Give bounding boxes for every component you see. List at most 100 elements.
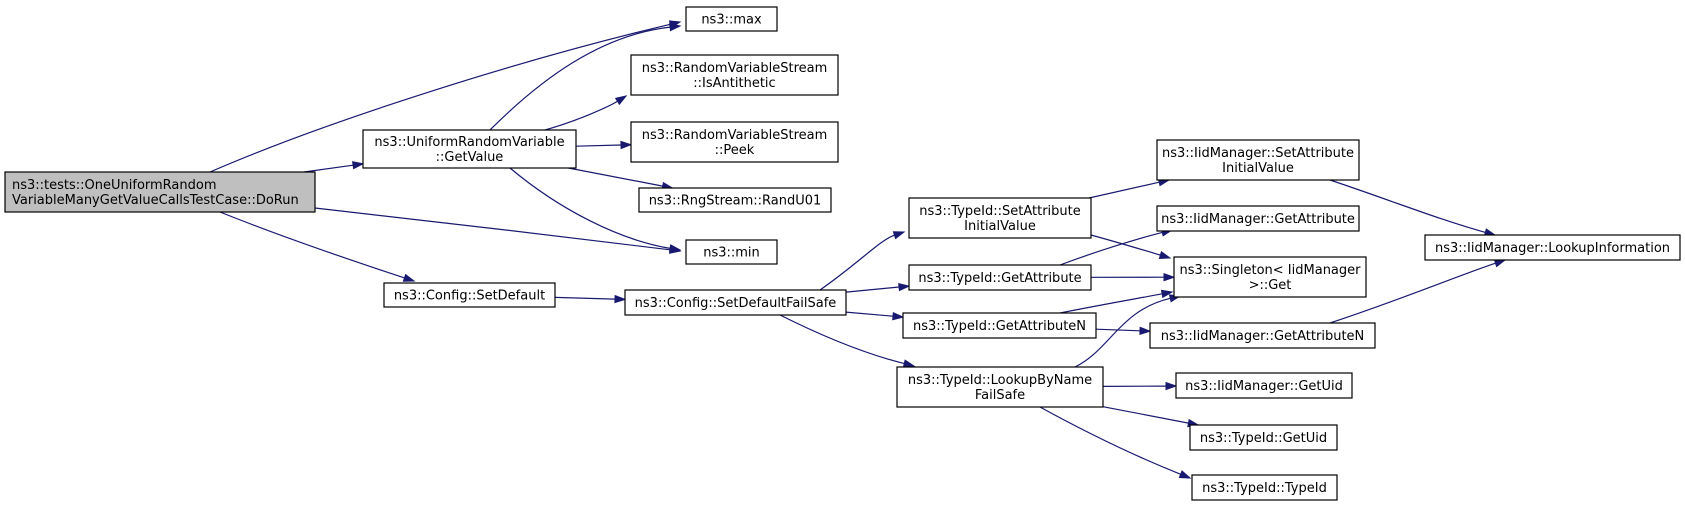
node-iid_lookupinfo[interactable]: ns3::IidManager::LookupInformation	[1424, 234, 1681, 261]
node-label: ns3::min	[703, 246, 760, 261]
node-label: ns3::IidManager::LookupInformation	[1435, 241, 1670, 256]
arrowhead	[620, 140, 633, 150]
arrowhead	[402, 273, 416, 282]
node-box	[908, 197, 1092, 239]
edge-line	[845, 286, 900, 293]
edge-line	[1102, 406, 1189, 424]
edge-getvalue-to-randu01	[568, 167, 674, 191]
node-tid_getattrn[interactable]: ns3::TypeId::GetAttributeN	[902, 312, 1097, 339]
node-label: ns3::IidManager::GetAttributeN	[1161, 329, 1365, 344]
edge-tid_lookup-to-tid_getuid	[1102, 406, 1200, 428]
node-box	[4, 171, 316, 213]
node-tid_getuid[interactable]: ns3::TypeId::GetUid	[1189, 424, 1338, 451]
node-box	[908, 264, 1092, 291]
arrowhead	[1139, 326, 1152, 335]
node-label: ns3::IidManager::GetUid	[1185, 379, 1343, 394]
node-box	[1149, 322, 1376, 349]
node-label: ::IsAntithetic	[693, 76, 775, 91]
node-box	[896, 366, 1104, 408]
edge-dorun-to-getvalue	[303, 161, 365, 173]
node-iid_setattr[interactable]: ns3::IidManager::SetAttributeInitialValu…	[1156, 139, 1360, 181]
node-label: ns3::UniformRandomVariable	[374, 135, 564, 150]
node-randu01[interactable]: ns3::RngStream::RandU01	[638, 187, 832, 213]
node-label: ns3::TypeId::GetAttribute	[918, 271, 1081, 286]
arrowhead	[1165, 381, 1178, 391]
node-peek[interactable]: ns3::RandomVariableStream::Peek	[630, 121, 839, 163]
node-setdefaultfs[interactable]: ns3::Config::SetDefaultFailSafe	[624, 289, 847, 316]
node-iid_getuid[interactable]: ns3::IidManager::GetUid	[1175, 372, 1353, 399]
edge-line	[554, 296, 616, 300]
node-singleton[interactable]: ns3::Singleton< IidManager>::Get	[1173, 256, 1367, 298]
node-box	[1175, 372, 1353, 399]
node-label: ns3::Singleton< IidManager	[1179, 263, 1361, 278]
edge-tid_getattr-to-singleton	[1090, 272, 1176, 282]
edge-tid_getattrn-to-iid_getattrn	[1095, 326, 1152, 335]
arrowhead	[614, 95, 628, 106]
node-max[interactable]: ns3::max	[685, 6, 778, 32]
edge-getvalue-to-isantithetic	[544, 95, 628, 131]
edge-line	[544, 100, 618, 131]
node-box	[1424, 234, 1681, 261]
arrowhead	[892, 311, 905, 321]
arrowhead	[1493, 259, 1507, 268]
node-label: InitialValue	[964, 219, 1036, 234]
node-tid_getattr[interactable]: ns3::TypeId::GetAttribute	[908, 264, 1092, 291]
edge-tid_setattr-to-singleton	[1090, 234, 1172, 260]
node-label: ns3::RandomVariableStream	[642, 128, 828, 143]
edge-line	[779, 314, 905, 365]
edge-setdefaultfs-to-tid_lookup	[779, 314, 916, 368]
node-label: >::Get	[1249, 278, 1292, 293]
arrowhead	[1178, 470, 1192, 479]
node-getvalue[interactable]: ns3::UniformRandomVariable::GetValue	[362, 129, 577, 169]
node-box	[1173, 256, 1367, 298]
arrowhead	[668, 244, 682, 253]
node-box	[630, 121, 839, 163]
node-box	[902, 312, 1097, 339]
arrowhead	[352, 161, 365, 170]
arrowhead	[892, 231, 906, 240]
node-iid_getattr[interactable]: ns3::IidManager::GetAttribute	[1156, 205, 1360, 232]
node-label: ns3::TypeId::GetUid	[1200, 431, 1327, 446]
node-label: VariableManyGetValueCallsTestCase::DoRun	[12, 193, 299, 208]
node-box	[624, 289, 847, 316]
edge-getvalue-to-peek	[575, 140, 633, 150]
arrowhead	[1160, 289, 1174, 299]
node-label: InitialValue	[1222, 161, 1294, 176]
node-isantithetic[interactable]: ns3::RandomVariableStream::IsAntithetic	[630, 54, 839, 96]
node-dorun[interactable]: ns3::tests::OneUniformRandomVariableMany…	[4, 171, 316, 213]
node-tid_typeid[interactable]: ns3::TypeId::TypeId	[1191, 474, 1338, 501]
arrowhead	[898, 282, 911, 292]
node-iid_getattrn[interactable]: ns3::IidManager::GetAttributeN	[1149, 322, 1376, 349]
node-box	[1191, 474, 1338, 501]
node-setdefault[interactable]: ns3::Config::SetDefault	[383, 282, 556, 308]
edge-dorun-to-setdefault	[219, 211, 416, 282]
edge-line	[568, 167, 663, 187]
node-label: ns3::TypeId::SetAttribute	[919, 204, 1081, 219]
nodes-layer: ns3::tests::OneUniformRandomVariableMany…	[4, 6, 1681, 501]
node-label: ns3::max	[701, 13, 762, 28]
node-min[interactable]: ns3::min	[685, 239, 778, 265]
node-label: FailSafe	[975, 388, 1025, 403]
edge-line	[575, 144, 622, 147]
edge-line	[509, 167, 671, 249]
node-box	[1156, 205, 1360, 232]
node-label: ns3::RandomVariableStream	[642, 61, 828, 76]
edge-iid_getattrn-to-iid_lookupinfo	[1329, 259, 1507, 324]
node-label: ns3::Config::SetDefaultFailSafe	[635, 296, 837, 311]
node-label: ns3::RngStream::RandU01	[649, 194, 822, 209]
node-label: ns3::tests::OneUniformRandom	[12, 178, 217, 193]
edge-line	[1059, 293, 1163, 314]
node-box	[383, 282, 556, 308]
edge-line	[314, 207, 671, 251]
edge-line	[1088, 181, 1160, 199]
node-label: ns3::TypeId::TypeId	[1202, 481, 1327, 496]
edge-line	[209, 23, 671, 173]
edge-setdefaultfs-to-tid_getattr	[845, 282, 911, 293]
node-label: ns3::TypeId::GetAttributeN	[913, 319, 1086, 334]
node-box	[638, 187, 832, 213]
arrowhead	[902, 359, 916, 368]
arrowhead	[669, 22, 682, 32]
